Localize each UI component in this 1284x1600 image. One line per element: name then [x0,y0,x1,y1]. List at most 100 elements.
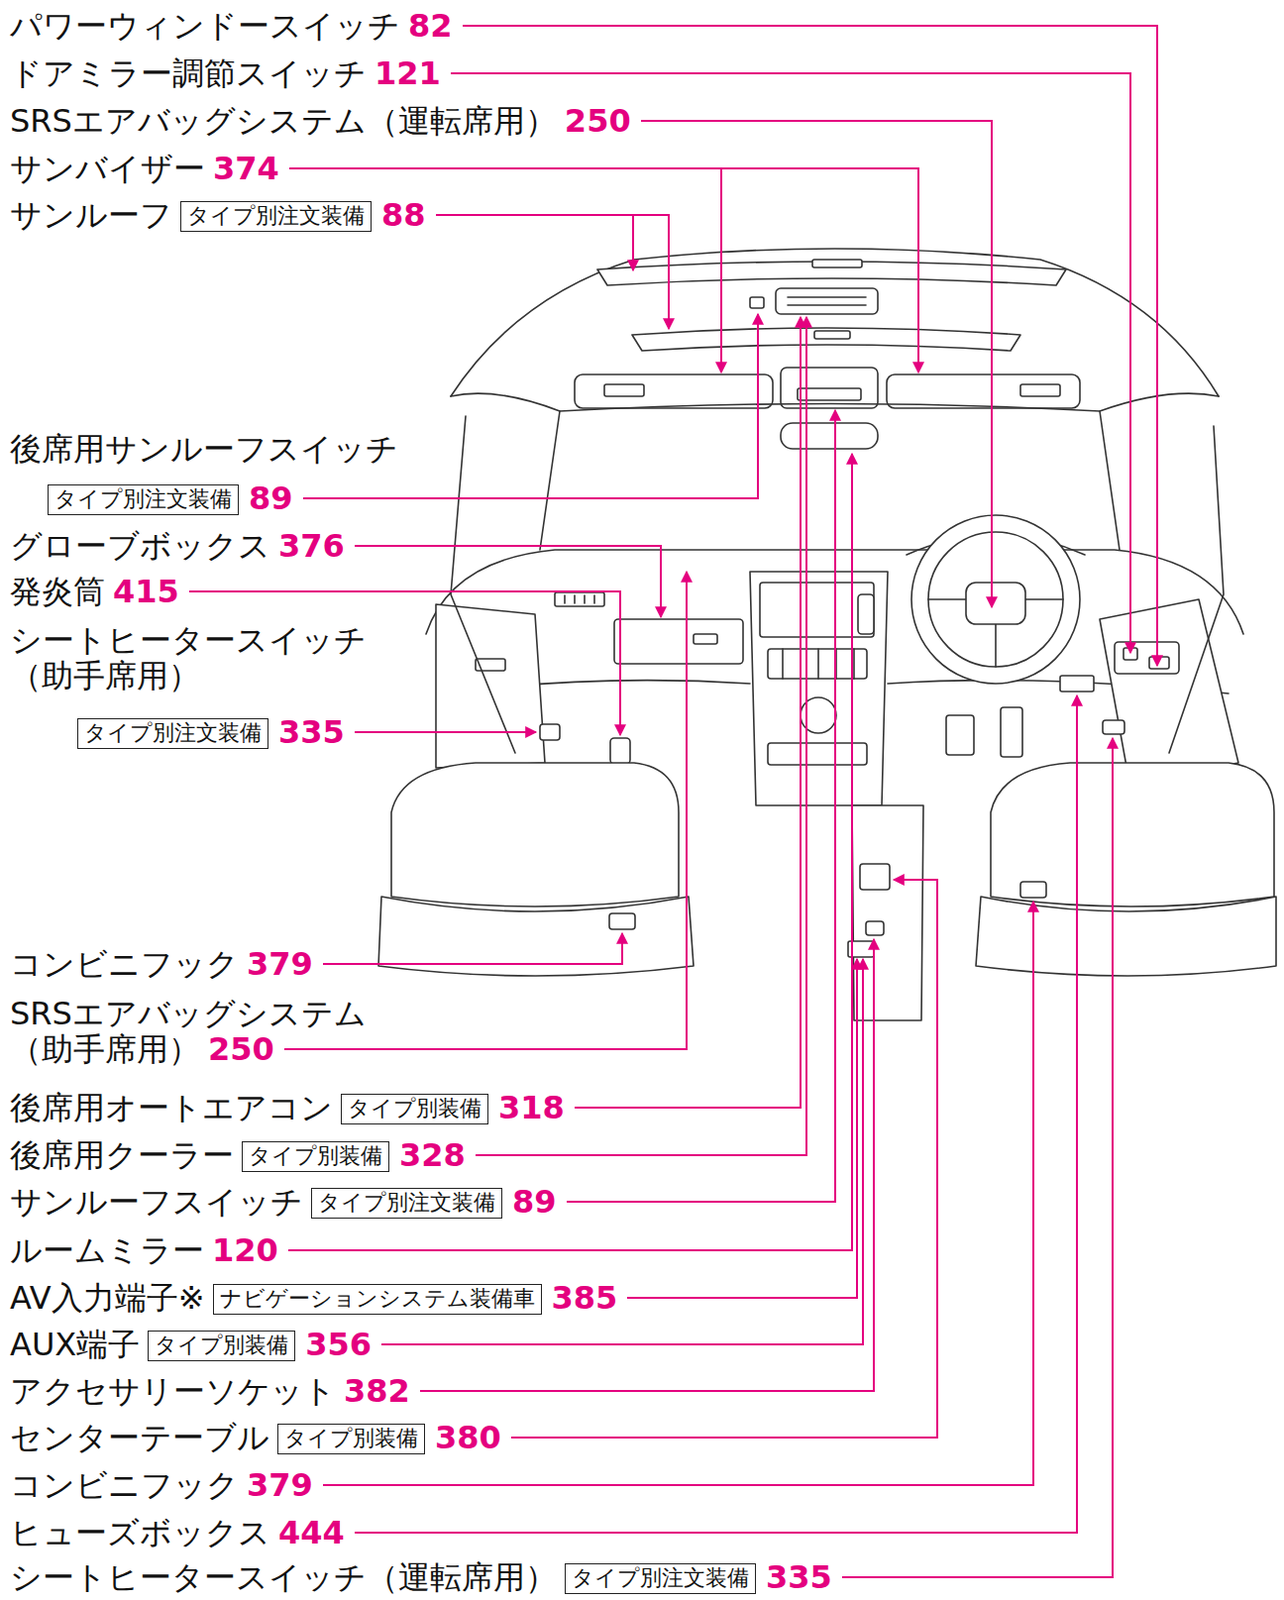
option-tag-text: タイプ別注文装備 [84,720,262,746]
callout-number: 376 [278,527,345,565]
leader-line [289,168,919,373]
callout-number: 88 [381,196,427,234]
leader-line [303,314,758,499]
callout-row: アクセサリーソケット382 [9,1373,411,1410]
callout-row: サンバイザー374 [9,150,280,188]
callout-row: コンビニフック379 [9,1467,314,1504]
callout-number: 89 [248,479,294,518]
callout-row: 後席用サンルーフスイッチ [9,430,399,468]
part-name: 後席用オートエアコン [9,1088,333,1127]
callout-number: 318 [498,1088,565,1127]
callout-row: コンビニフック379 [9,946,314,983]
leader-line [450,73,1131,653]
leader-line [574,317,801,1108]
option-tag-text: タイプ別装備 [284,1425,419,1451]
option-tag-text: タイプ別注文装備 [54,486,232,512]
option-tag-text: タイプ別装備 [347,1095,482,1121]
callout-number: 250 [564,102,632,140]
part-name: サンルーフスイッチ [9,1182,304,1221]
leader-line [189,591,621,736]
callout-row: ドアミラー調節スイッチ121 [9,55,441,93]
option-tag: タイプ別装備 [277,1423,426,1455]
callout-number: 380 [434,1418,502,1457]
callout-row: グローブボックス376 [9,528,345,565]
option-tag: タイプ別注文装備 [77,718,269,749]
leader-line [322,933,623,964]
part-name: ルームミラー [9,1231,205,1270]
option-tag: ナビゲーションシステム装備車 [213,1284,542,1315]
leader-line [720,168,723,373]
part-name: AV入力端子※ [9,1279,206,1317]
option-tag: タイプ別装備 [147,1330,296,1362]
option-tag: タイプ別注文装備 [47,484,239,516]
callout-number: 415 [112,572,180,611]
part-name: 後席用クーラー [9,1136,234,1175]
part-name: SRSエアバッグシステム （助手席用） [9,994,367,1070]
callout-number: 89 [512,1182,557,1221]
callout-number: 379 [246,945,314,983]
leader-line [420,939,874,1391]
callout-row: 発炎筒415 [9,573,180,611]
leader-line [354,545,661,618]
part-name: サンルーフ [9,196,173,234]
leader-line [288,453,853,1251]
leader-line [462,25,1158,666]
option-tag-text: タイプ別注文装備 [571,1565,749,1591]
callout-number: 250 [208,1030,275,1069]
callout-number: 444 [278,1513,345,1552]
callout-number: 328 [399,1136,466,1175]
callout-number: 82 [408,6,453,45]
part-name: グローブボックス [9,527,271,565]
part-name: コンビニフック [9,945,239,983]
part-name: サンバイザー [9,149,206,188]
leader-line [641,120,992,608]
part-name: ヒューズボックス [9,1513,271,1552]
callout-number: 379 [246,1466,314,1504]
part-name: コンビニフック [9,1466,239,1504]
callout-row: サンルーフタイプ別注文装備 88 [9,197,427,234]
callout-number: 374 [213,149,280,188]
callout-number: 356 [305,1325,372,1364]
part-name: 後席用サンルーフスイッチ [9,429,399,468]
leader-line [435,214,669,329]
callout-row: センターテーブルタイプ別装備 380 [9,1419,502,1457]
callout-number: 335 [765,1558,833,1597]
callout-row: サンルーフスイッチタイプ別注文装備 89 [9,1183,557,1221]
callout-row: シートヒータースイッチ（運転席用） タイプ別注文装備 335 [9,1559,833,1597]
callout-number: 335 [278,713,345,751]
callout-number: 121 [374,54,441,93]
part-name: アクセサリーソケット [9,1372,336,1410]
option-tag-text: タイプ別注文装備 [187,203,365,228]
callout-row: ルームミラー120 [9,1232,279,1270]
part-name: ドアミラー調節スイッチ [9,54,367,93]
callout-row: AUX端子タイプ別装備 356 [9,1326,372,1364]
callout-number: 120 [212,1231,279,1270]
part-name: パワーウィンドースイッチ [9,6,401,45]
callout-row: タイプ別注文装備 89 [39,480,294,518]
leader-line [475,317,807,1156]
callout-row: SRSエアバッグシステム （助手席用）250 [9,995,417,1070]
callout-row: タイプ別注文装備 335 [69,714,345,751]
callout-row: SRSエアバッグシステム（運転席用）250 [9,103,632,140]
part-name: シートヒータースイッチ（運転席用） [9,1558,557,1597]
part-name: シートヒータースイッチ （助手席用） [9,621,367,696]
leader-line [566,410,836,1202]
leader-line [842,738,1113,1578]
leader-line [632,214,635,271]
callout-number: 385 [551,1279,619,1317]
part-name: センターテーブル [9,1418,270,1457]
leader-line [354,731,536,734]
callout-row: ヒューズボックス444 [9,1514,345,1552]
option-tag-text: ナビゲーションシステム装備車 [219,1285,535,1311]
option-tag-text: タイプ別装備 [154,1332,289,1358]
option-tag: タイプ別注文装備 [311,1187,503,1219]
part-name: 発炎筒 [9,572,106,611]
leader-line [627,959,857,1298]
option-tag-text: タイプ別注文装備 [318,1189,496,1215]
leader-line [511,879,938,1438]
callout-row: AV入力端子※ ナビゲーションシステム装備車 385 [9,1280,618,1317]
callout-number: 382 [343,1372,411,1410]
callout-row: シートヒータースイッチ （助手席用） [9,622,387,696]
part-name: AUX端子 [9,1325,140,1364]
